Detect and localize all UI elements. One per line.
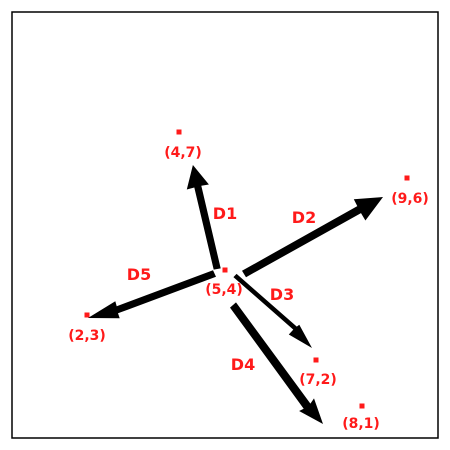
point-label-origin: (5,4) (205, 282, 243, 298)
point-markers (84, 129, 410, 409)
point-marker-p4 (359, 403, 365, 409)
point-marker-p2 (404, 175, 410, 181)
point-label-p5: (2,3) (68, 328, 106, 344)
point-marker-origin (222, 267, 228, 273)
vector-label-d5: D5 (127, 265, 151, 284)
vector-arrows (88, 165, 383, 424)
arrow-d1 (186, 165, 221, 270)
point-marker-p5 (84, 312, 90, 318)
diagram-frame (11, 11, 439, 439)
vector-label-d1: D1 (213, 204, 237, 223)
point-labels: (5,4) (4,7) (9,6) (7,2) (8,1) (2,3) (68, 145, 429, 432)
point-label-p2: (9,6) (391, 191, 429, 207)
arrow-d5 (88, 270, 216, 319)
arrow-d4 (230, 302, 323, 424)
arrow-d2 (242, 197, 383, 278)
vector-label-d3: D3 (270, 285, 294, 304)
point-marker-p1 (176, 129, 182, 135)
vector-label-d4: D4 (231, 355, 255, 374)
vector-labels: D1 D2 D3 D4 D5 (127, 204, 316, 374)
point-label-p4: (8,1) (342, 416, 380, 432)
arrow-d3 (233, 273, 312, 348)
point-label-p1: (4,7) (164, 145, 202, 161)
point-label-p3: (7,2) (299, 372, 337, 388)
point-marker-p3 (313, 357, 319, 363)
vector-label-d2: D2 (292, 208, 316, 227)
